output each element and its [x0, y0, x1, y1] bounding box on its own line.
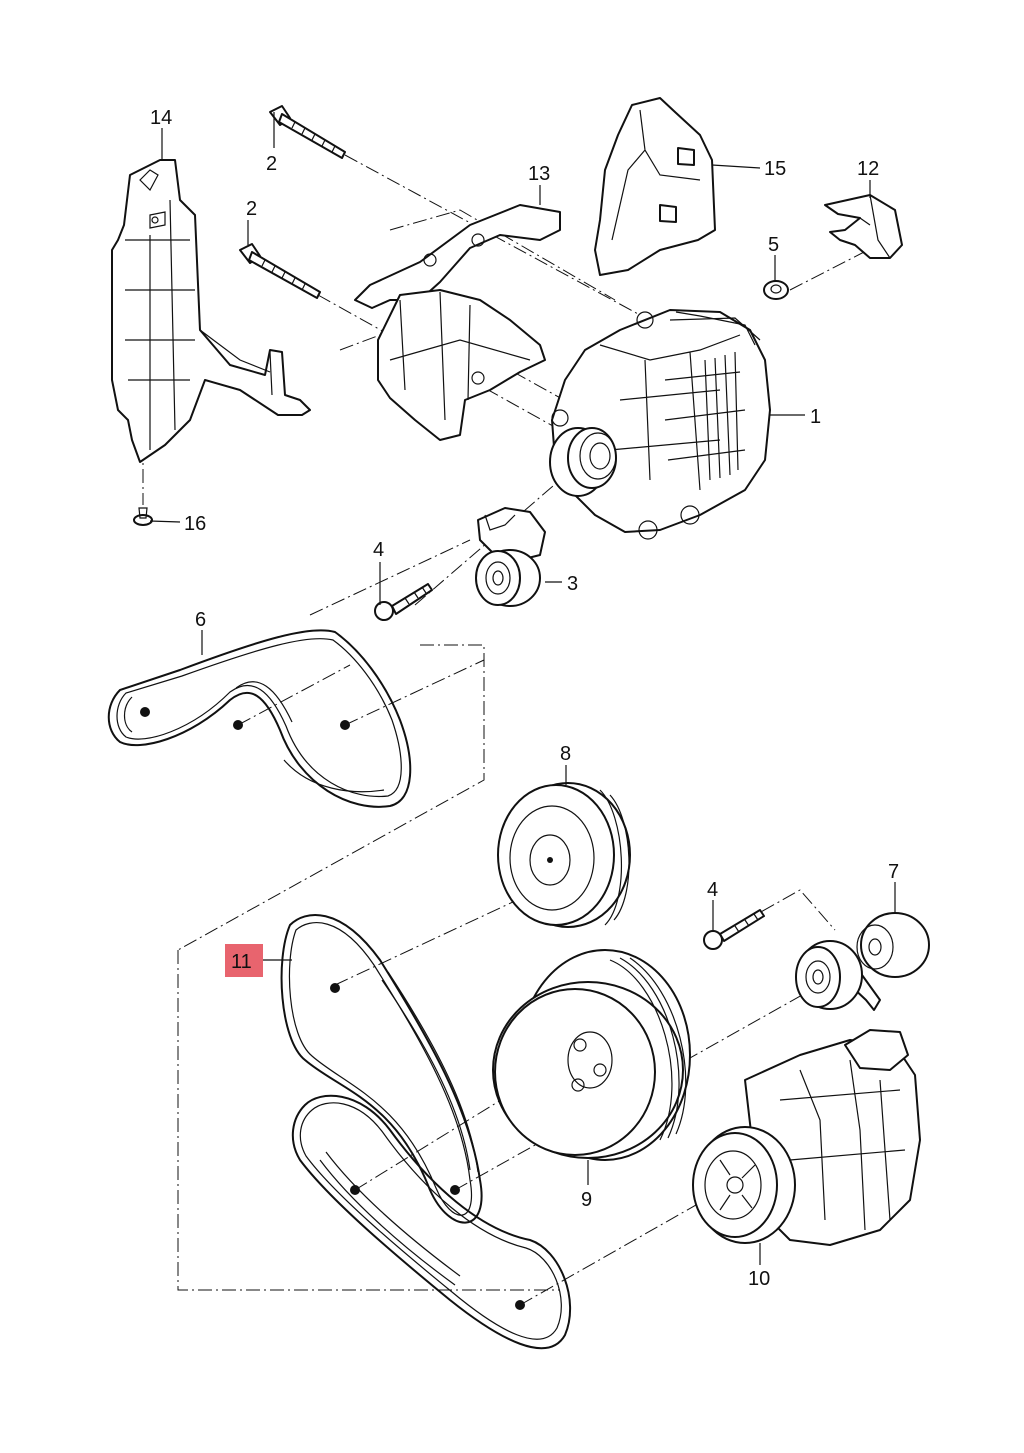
pulley-9: [492, 949, 691, 1161]
heat-shield-14: [111, 159, 311, 463]
callout-6: 6: [195, 609, 206, 631]
leader-lines: [149, 112, 896, 1265]
callout-11: 11: [231, 951, 252, 973]
callout-14: 14: [150, 107, 172, 129]
assembly-line-belt11-pulley9: [354, 1044, 591, 1191]
callout-11-highlight: [225, 944, 263, 977]
callout-8: 8: [560, 743, 571, 765]
bolt-4-lower: [703, 909, 765, 950]
bolt-4-upper: [374, 583, 433, 621]
callout-15: 15: [764, 158, 786, 180]
callout-13: 13: [528, 163, 550, 185]
bolt-2-upper: [269, 105, 346, 159]
assembly-line-belt11-idler: [454, 984, 821, 1191]
assembly-line-bracket-upper: [389, 209, 616, 301]
assembly-line-frame-left: [177, 950, 560, 1291]
callout-1: 1: [810, 406, 821, 428]
nut-5: [763, 280, 789, 300]
callout-labels: 1 2 2 3 4 4 5 6 7 8 9 10 11 12 13 14 15 …: [150, 107, 899, 1290]
assembly-line-bolt-upper: [344, 154, 641, 316]
pulley-8: [497, 782, 631, 928]
screw-16: [133, 507, 153, 526]
callout-12: 12: [857, 158, 879, 180]
cover-15: [594, 97, 716, 276]
assembly-line-nut-5: [789, 249, 869, 291]
assembly-line-belt6-center: [237, 664, 351, 726]
bracket-13: [354, 204, 561, 441]
assembly-line-frame-upper: [177, 644, 485, 951]
assembly-line-belt11-pulley8: [334, 879, 561, 986]
ribbed-belt-6: [107, 629, 412, 808]
tensioner-7: [795, 912, 930, 1011]
callout-3: 3: [567, 573, 578, 595]
alternator-1: [549, 309, 771, 540]
assembly-line-tensioner-3: [309, 539, 471, 616]
callout-4-upper: 4: [373, 539, 384, 561]
callout-16: 16: [184, 513, 206, 535]
callout-2-lower: 2: [246, 198, 257, 220]
callout-2-upper: 2: [266, 153, 277, 175]
assembly-line-belt6-right: [344, 659, 485, 726]
callout-9: 9: [581, 1189, 592, 1211]
callout-7: 7: [888, 861, 899, 883]
clip-12: [824, 194, 903, 259]
tensioner-3: [475, 507, 546, 607]
ribbed-belt-11: [280, 914, 572, 1350]
bolt-2-lower: [239, 243, 321, 299]
ac-compressor-10: [692, 1029, 921, 1246]
callout-10: 10: [748, 1268, 770, 1290]
callout-5: 5: [768, 234, 779, 256]
assembly-line-alternator-pulley: [414, 479, 561, 606]
callout-4-lower: 4: [707, 879, 718, 901]
